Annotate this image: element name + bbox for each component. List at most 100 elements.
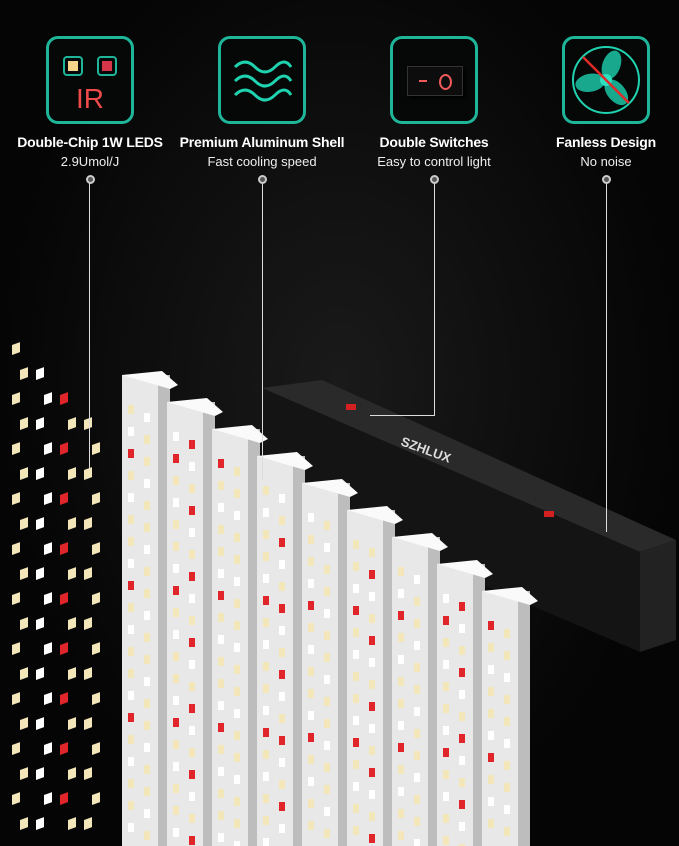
led-chip xyxy=(128,713,134,722)
led-chip xyxy=(189,594,195,603)
led-chip xyxy=(263,772,269,781)
led-chip xyxy=(20,517,28,530)
led-chip xyxy=(84,767,92,780)
bar-end-cap xyxy=(212,425,268,443)
led-chip xyxy=(92,742,100,755)
led-chip xyxy=(44,642,52,655)
led-chip xyxy=(504,651,510,660)
led-chip xyxy=(189,726,195,735)
led-chip xyxy=(263,552,269,561)
led-chip xyxy=(459,668,465,677)
led-chip xyxy=(353,826,359,835)
led-chip xyxy=(92,792,100,805)
led-chip xyxy=(308,667,314,676)
led-chip xyxy=(189,484,195,493)
led-chip xyxy=(279,802,285,811)
led-chip xyxy=(189,682,195,691)
led-chip xyxy=(173,784,179,793)
led-chip xyxy=(398,765,404,774)
led-chip xyxy=(68,617,76,630)
led-chip xyxy=(144,677,150,686)
led-chip xyxy=(234,533,240,542)
led-chip xyxy=(128,735,134,744)
led-chip xyxy=(128,493,134,502)
led-chip xyxy=(488,665,494,674)
bar-end-cap xyxy=(167,398,223,416)
led-chip xyxy=(218,679,224,688)
led-chip xyxy=(234,621,240,630)
power-switch xyxy=(544,511,554,517)
led-chip xyxy=(308,733,314,742)
led-chip xyxy=(173,586,179,595)
feature-title: Double Switches xyxy=(379,134,489,150)
led-chip xyxy=(504,739,510,748)
led-chip xyxy=(459,624,465,633)
bar-end-cap xyxy=(302,479,358,497)
led-chip xyxy=(279,494,285,503)
heat-waves-icon xyxy=(218,36,306,124)
led-chip xyxy=(144,765,150,774)
led-chip xyxy=(263,728,269,737)
led-chip xyxy=(504,717,510,726)
led-chip xyxy=(459,712,465,721)
led-chip xyxy=(84,517,92,530)
led-chip xyxy=(279,626,285,635)
led-chip xyxy=(488,687,494,696)
led-chip xyxy=(488,643,494,652)
led-chip xyxy=(504,805,510,814)
led-chip xyxy=(308,601,314,610)
led-chip xyxy=(504,827,510,836)
led-chip xyxy=(488,797,494,806)
led-chip xyxy=(443,704,449,713)
led-chip xyxy=(398,721,404,730)
led-chip xyxy=(488,731,494,740)
led-chip xyxy=(173,806,179,815)
led-chip xyxy=(12,742,20,755)
led-chip xyxy=(353,738,359,747)
led-chip xyxy=(459,822,465,831)
led-chip xyxy=(353,540,359,549)
led-chip xyxy=(369,636,375,645)
led-chip xyxy=(218,525,224,534)
led-chip xyxy=(173,476,179,485)
led-chip xyxy=(234,709,240,718)
led-chip xyxy=(324,829,330,838)
led-chip xyxy=(324,741,330,750)
led-chip xyxy=(189,814,195,823)
no-fan-icon xyxy=(562,36,650,124)
callout-dot xyxy=(429,175,439,184)
led-chip xyxy=(218,635,224,644)
led-chip xyxy=(68,767,76,780)
led-chip xyxy=(263,530,269,539)
led-chip xyxy=(144,787,150,796)
led-chip xyxy=(12,542,20,555)
led-chip xyxy=(68,667,76,680)
led-chip xyxy=(279,714,285,723)
led-chip xyxy=(459,800,465,809)
led-chip xyxy=(263,816,269,825)
led-chip xyxy=(84,567,92,580)
led-chip xyxy=(459,844,465,846)
led-chip xyxy=(234,577,240,586)
led-chip xyxy=(128,581,134,590)
ir-label: IR xyxy=(76,83,104,114)
led-chip xyxy=(36,767,44,780)
led-chip xyxy=(369,768,375,777)
led-chip xyxy=(234,511,240,520)
led-chip xyxy=(189,440,195,449)
led-chip xyxy=(189,616,195,625)
led-chip xyxy=(414,751,420,760)
callout-dot xyxy=(257,175,267,184)
led-chip xyxy=(128,449,134,458)
led-chip xyxy=(173,630,179,639)
led-chip xyxy=(189,660,195,669)
led-chip xyxy=(443,836,449,845)
led-chip xyxy=(234,731,240,740)
led-chip xyxy=(128,779,134,788)
led-chip xyxy=(414,685,420,694)
led-chip xyxy=(20,567,28,580)
led-chip xyxy=(173,498,179,507)
led-chip xyxy=(68,417,76,430)
